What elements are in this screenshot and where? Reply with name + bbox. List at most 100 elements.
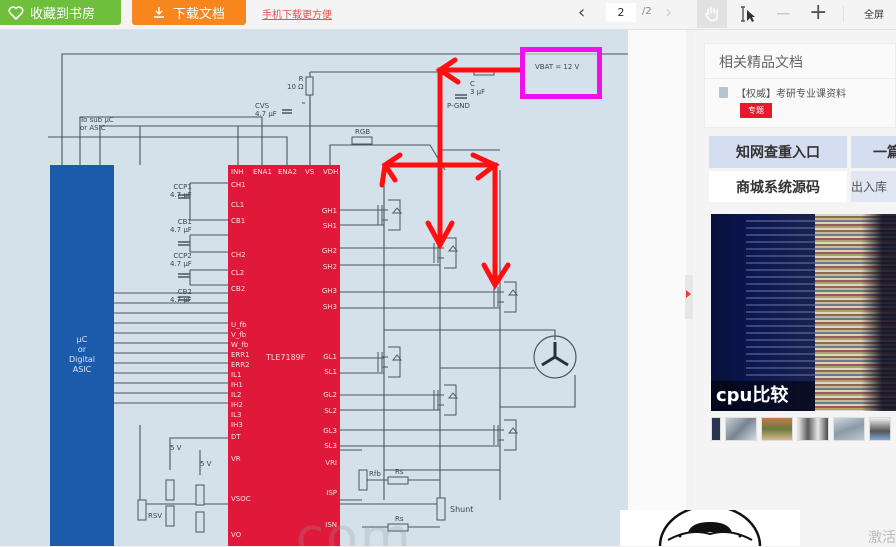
pin-vsoc: VSOC — [231, 495, 251, 503]
add-to-library-button[interactable]: 收藏到书房 — [0, 0, 121, 25]
link-cnki-check[interactable]: 知网查重入口 — [709, 136, 847, 168]
hand-tool-button[interactable] — [697, 0, 727, 28]
pin-sl1: SL1 — [324, 368, 337, 376]
resistor-r-label: R 10 Ω — [287, 75, 304, 91]
quick-links-grid: 知网查重入口 一篇 商城系统源码 出入库 — [706, 134, 896, 202]
pin-ih2: IH2 — [231, 401, 243, 409]
shunt-label: Shunt — [450, 505, 474, 514]
pin-il3: IL3 — [231, 411, 242, 419]
fullscreen-button[interactable]: 全屏 — [864, 10, 884, 21]
to-sub-uc-label: To sub µC or ASIC — [80, 116, 114, 132]
pin-gh2: GH2 — [321, 247, 337, 255]
vbat-highlight-box: VBAT = 12 V — [520, 47, 602, 99]
related-document-title: 【权威】考研专业课资料 — [736, 89, 846, 100]
next-page-button[interactable]: › — [665, 2, 672, 23]
previous-page-button[interactable]: ‹ — [578, 2, 594, 23]
pin-dt: DT — [231, 433, 241, 441]
pin-gl2: GL2 — [323, 391, 337, 399]
cap-label-3: CCP2 4.7 µF — [170, 252, 192, 268]
collapse-sidebar-toggle[interactable] — [685, 275, 693, 319]
activation-watermark: 激活 — [868, 530, 896, 546]
text-select-icon — [741, 6, 755, 22]
capacitor-c-label: C 3 µF — [470, 80, 486, 96]
pin-sh2: SH2 — [322, 263, 337, 271]
document-icon — [719, 87, 728, 98]
link-inventory[interactable]: 出入库 — [851, 171, 896, 202]
driver-ic-name: TLE7189F — [266, 353, 306, 362]
rgb-label: RGB — [355, 128, 371, 136]
thumbnail-6[interactable] — [869, 417, 891, 441]
pin-vri: VRI — [325, 459, 337, 467]
related-document-item[interactable]: 【权威】考研专业课资料 — [719, 85, 846, 100]
thumbnail-2[interactable] — [725, 417, 757, 441]
pin-ih3: IH3 — [231, 421, 243, 429]
document-toolbar: 收藏到书房 下载文档 手机下载更方便 ‹ /2 › − + 全屏 — [0, 0, 896, 30]
download-document-button[interactable]: 下载文档 — [132, 0, 246, 25]
thumbnail-4[interactable] — [797, 417, 829, 441]
rs-label-2: Rs — [395, 515, 404, 523]
car-logo-icon — [658, 510, 762, 546]
pin-sh3: SH3 — [322, 303, 337, 311]
pgnd-label: P-GND — [447, 102, 470, 110]
pin-vo: VO — [231, 531, 242, 539]
minus-icon: − — [775, 1, 792, 25]
pin-ch1: CH1 — [231, 181, 246, 189]
schematic-wires — [48, 53, 628, 533]
promo-thumbnails — [711, 417, 896, 443]
rsv-label: RSV — [148, 512, 163, 520]
pin-gl1: GL1 — [323, 353, 337, 361]
chevron-left-icon: ‹ — [578, 2, 586, 23]
promo-text-lines — [746, 220, 816, 380]
promo-image-left — [711, 214, 815, 411]
rs-label-1: Rs — [395, 468, 404, 476]
pin-u-fb: U_fb — [231, 321, 247, 329]
supply-5v-label-2: 5 V — [200, 460, 212, 468]
chevron-right-icon: › — [665, 2, 673, 23]
related-documents-title: 相关精品文档 — [719, 55, 803, 71]
cap-label-4: CB2 4.7 µF — [170, 288, 192, 304]
pin-err1: ERR1 — [231, 351, 250, 359]
cap-label-2: CB1 4.7 µF — [170, 218, 192, 234]
pin-cb1: CB1 — [231, 217, 246, 225]
thumbnail-3[interactable] — [761, 417, 793, 441]
page-number-input[interactable] — [606, 3, 636, 22]
text-select-tool-button[interactable] — [737, 3, 759, 25]
pin-gh3: GH3 — [321, 287, 337, 295]
download-document-label: 下载文档 — [172, 7, 225, 22]
add-to-library-label: 收藏到书房 — [30, 7, 96, 22]
thumbnail-1[interactable] — [711, 417, 721, 441]
toolbar-divider — [843, 6, 844, 22]
thumbnail-5[interactable] — [833, 417, 865, 441]
page-total: /2 — [642, 6, 652, 17]
rfb-label: Rfb — [369, 470, 381, 478]
pin-vdh: VDH — [323, 168, 339, 176]
pin-gh1: GH1 — [321, 207, 337, 215]
link-mall-source[interactable]: 商城系统源码 — [709, 171, 847, 202]
pin-err2: ERR2 — [231, 361, 250, 369]
pin-cb2: CB2 — [231, 285, 246, 293]
pin-w-fb: W_fb — [231, 341, 249, 349]
pin-il1: IL1 — [231, 371, 242, 379]
zoom-out-button[interactable]: − — [775, 1, 792, 25]
pin-v-fb: V_fb — [231, 331, 247, 339]
vbat-label: VBAT = 12 V — [535, 63, 580, 71]
motor-symbol — [533, 335, 577, 379]
phone-download-link[interactable]: 手机下载更方便 — [262, 10, 332, 21]
triangle-right-icon — [686, 290, 691, 298]
pin-isp: ISP — [326, 489, 337, 497]
pin-vr: VR — [231, 455, 241, 463]
divider — [705, 78, 895, 79]
promo-banner[interactable]: cpu比较 — [711, 214, 896, 411]
pin-inh: INH — [231, 168, 244, 176]
pin-sh1: SH1 — [322, 222, 337, 230]
link-one-article[interactable]: 一篇 — [851, 136, 896, 168]
zoom-in-button[interactable]: + — [809, 0, 827, 25]
pin-il2: IL2 — [231, 391, 242, 399]
pin-vs: VS — [305, 168, 315, 176]
driver-ic-block: INH ENA1 ENA2 VS VDH CH1 CL1 CB1 CH2 CL2… — [228, 165, 340, 546]
promo-caption: cpu比较 — [711, 381, 815, 411]
cvs-label: CVS 4.7 µF — [255, 102, 277, 118]
pin-ih1: IH1 — [231, 381, 243, 389]
pin-ena1: ENA1 — [253, 168, 272, 176]
pin-gl3: GL3 — [323, 427, 337, 435]
